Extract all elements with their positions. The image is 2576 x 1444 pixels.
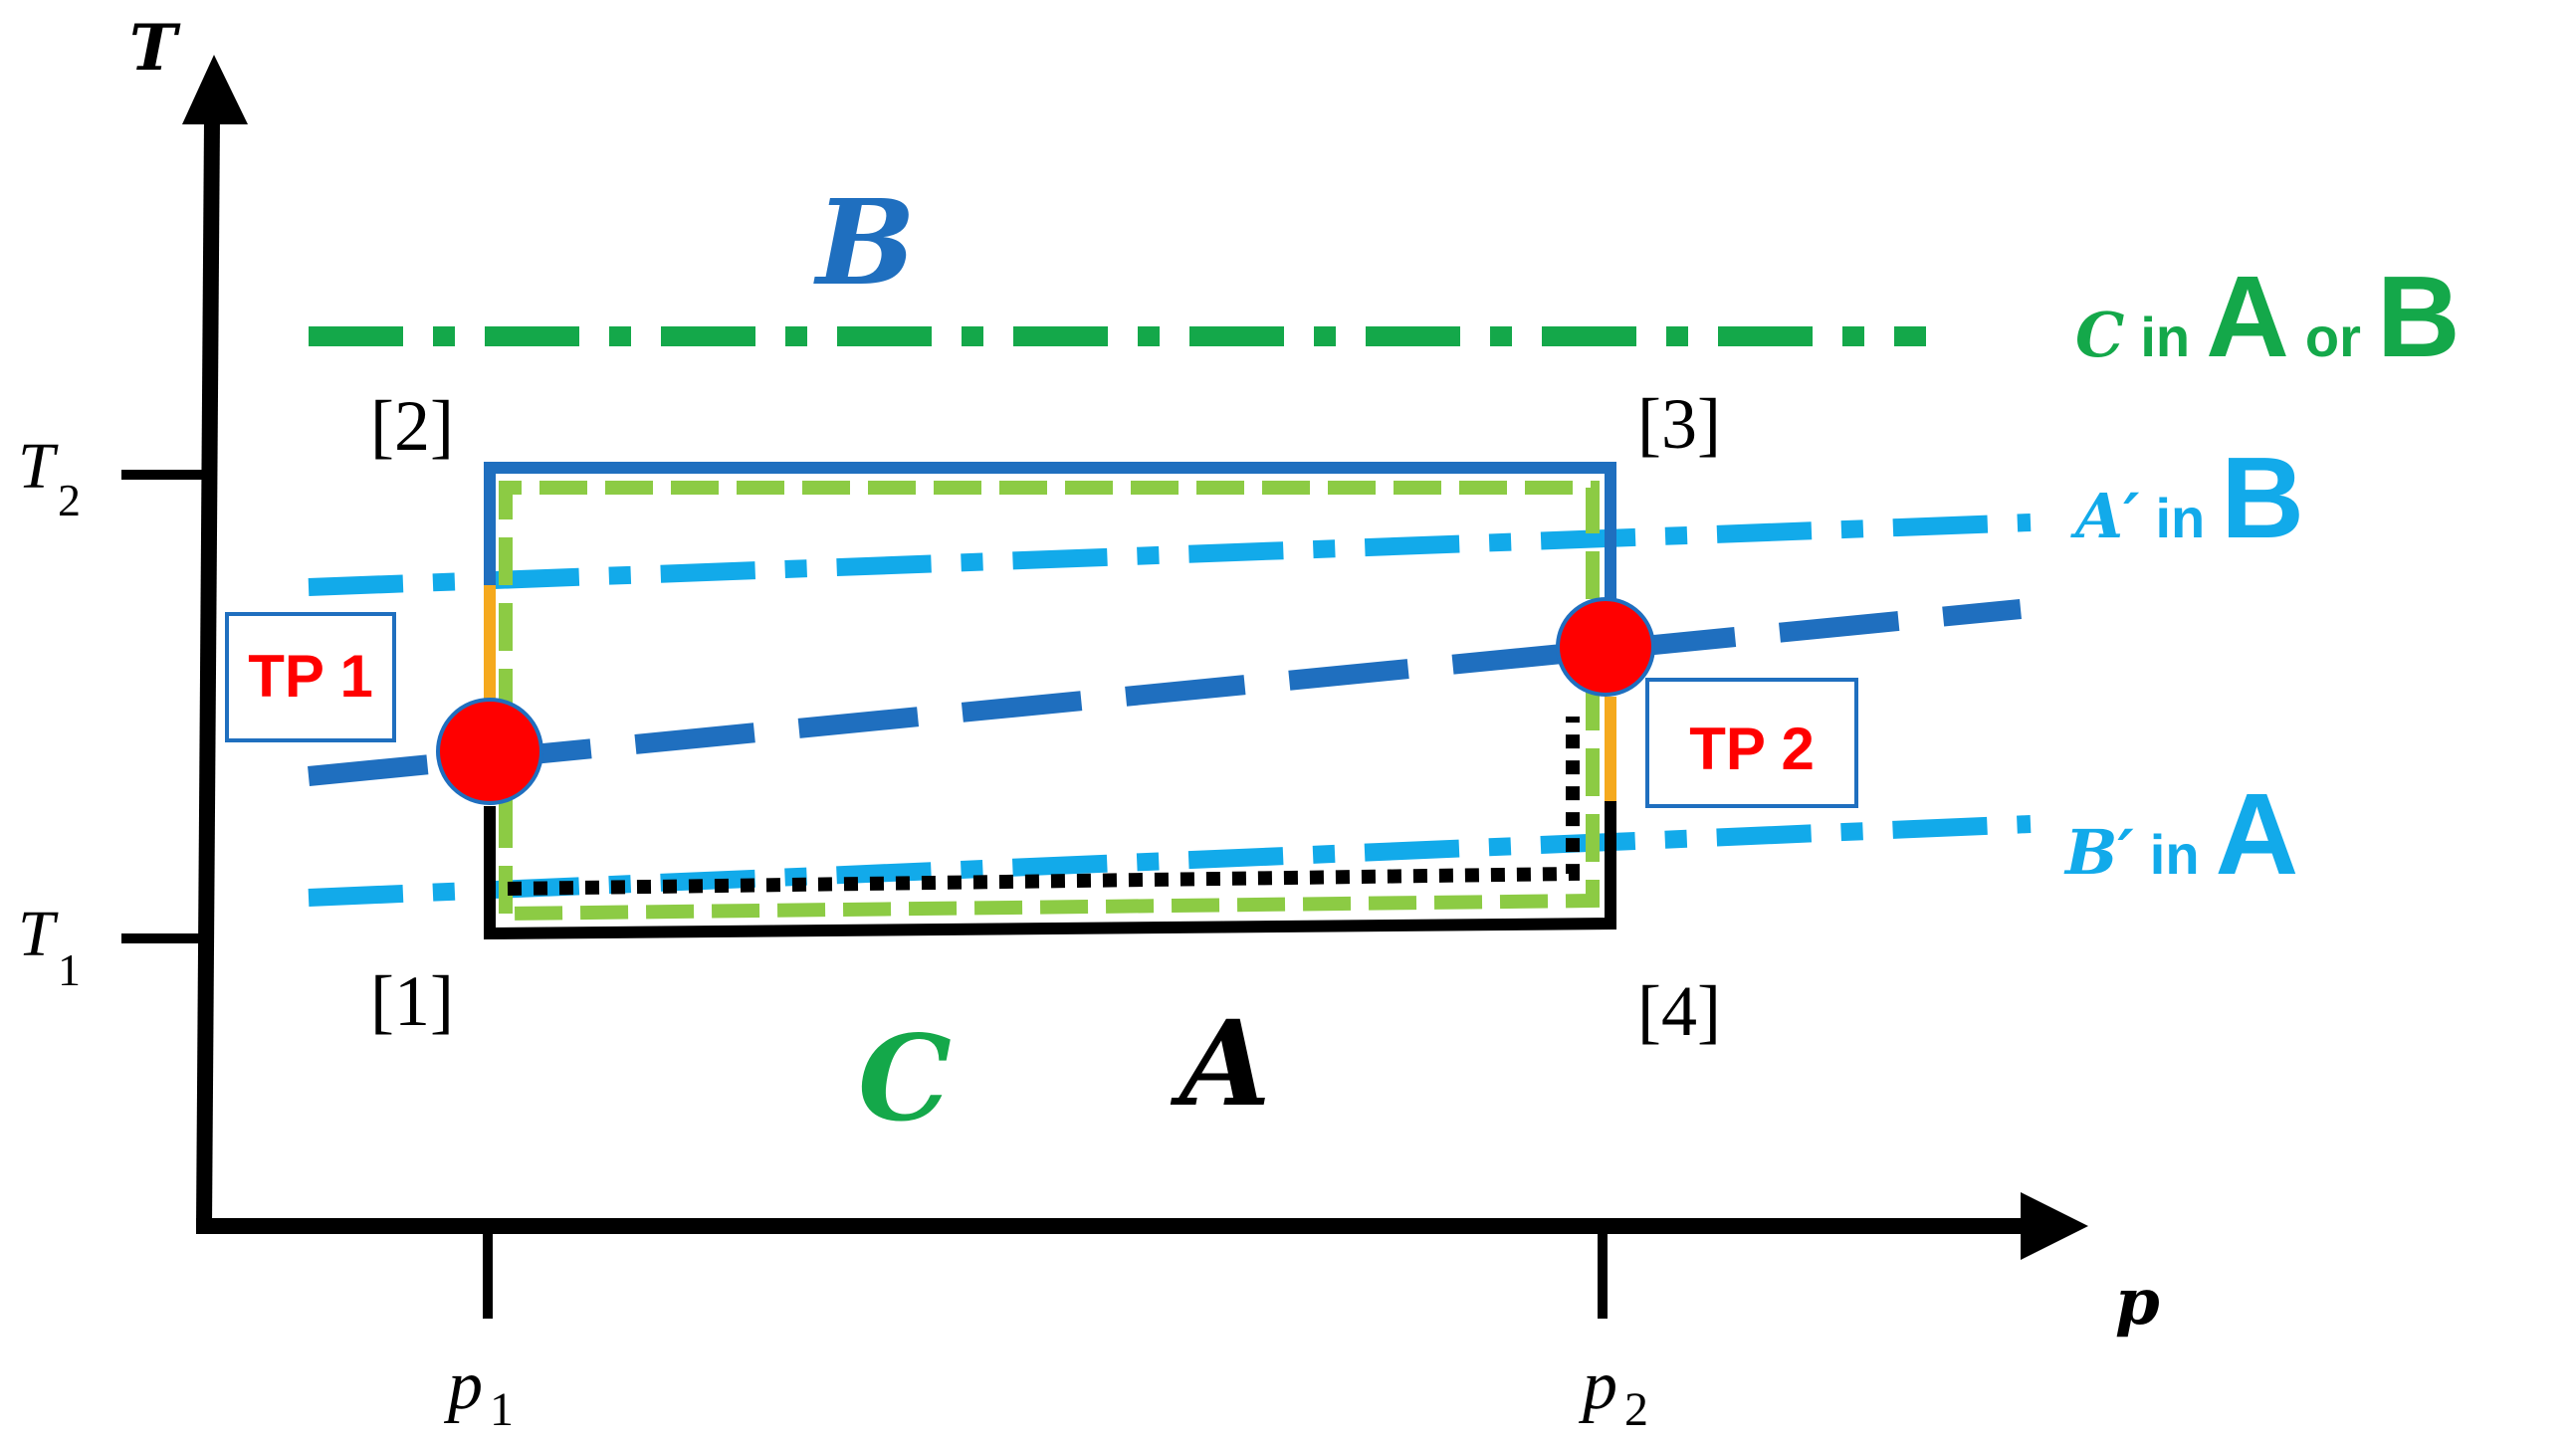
- ab-coexistence-line: [308, 599, 2022, 786]
- a-prime-line-label-main: A′: [2070, 480, 2139, 552]
- b-prime-line-label: B′ in A: [2063, 769, 2298, 899]
- corner-label-4: [4]: [1637, 971, 1721, 1051]
- t1-label-sub: 1: [58, 944, 81, 995]
- c-line-label-or: or: [2305, 306, 2361, 368]
- y-axis-label: T: [129, 11, 181, 86]
- b-prime-line-label-main: B′: [2063, 816, 2134, 889]
- p2-label-sub: 2: [1624, 1383, 1648, 1436]
- p1-label-main: p: [443, 1347, 483, 1424]
- c-line-label-in: in: [2140, 306, 2190, 368]
- corner-label-3: [3]: [1637, 384, 1721, 464]
- p2-label: p 2: [1578, 1347, 1648, 1436]
- b-prime-line-label-in: in: [2150, 823, 2200, 886]
- x-axis-label: p: [2115, 1265, 2160, 1340]
- triple-point-1-marker: [436, 698, 543, 805]
- green-dashed-path: [499, 481, 1600, 921]
- c-line-label: C in A or B: [2075, 252, 2461, 381]
- a-prime-line-label-in: in: [2155, 487, 2205, 549]
- black-dotted-path: [507, 717, 1580, 896]
- tp2-label-box: [1645, 678, 1858, 808]
- triple-point-2-marker: [1556, 597, 1655, 697]
- region-c-label: C: [858, 1009, 952, 1147]
- t1-label: T 1: [18, 898, 81, 995]
- c-line-label-main: C: [2075, 299, 2124, 371]
- a-prime-line-label-b: B: [2221, 433, 2304, 562]
- t2-label: T 2: [18, 430, 81, 525]
- t2-label-sub: 2: [58, 475, 81, 525]
- x-axis-arrowhead: [2021, 1192, 2088, 1260]
- axes: [121, 55, 2088, 1319]
- c-line-label-b: B: [2377, 252, 2461, 381]
- t2-label-main: T: [18, 430, 59, 503]
- corner-label-2: [2]: [370, 386, 454, 466]
- t1-label-main: T: [18, 898, 59, 970]
- b-prime-line-label-a: A: [2216, 769, 2299, 899]
- y-axis: [196, 118, 220, 1227]
- region-a-label: A: [1170, 994, 1271, 1133]
- p1-label-sub: 1: [490, 1383, 514, 1436]
- y-axis-arrowhead: [182, 55, 248, 124]
- a-prime-line: [308, 514, 2032, 596]
- tp1-label: TP 1: [248, 643, 373, 710]
- tp2-label: TP 2: [1689, 716, 1815, 782]
- p2-label-main: p: [1578, 1347, 1617, 1424]
- black-path-lower: [484, 801, 1616, 940]
- corner-label-1: [1]: [370, 961, 454, 1041]
- c-line-label-a: A: [2206, 252, 2289, 381]
- blue-path-upper: [484, 462, 1616, 637]
- p1-label: p 1: [443, 1347, 514, 1436]
- region-b-label: B: [813, 173, 916, 311]
- tp1-label-box: [225, 612, 396, 742]
- b-prime-line: [308, 815, 2032, 907]
- a-prime-line-label: A′ in B: [2070, 433, 2304, 562]
